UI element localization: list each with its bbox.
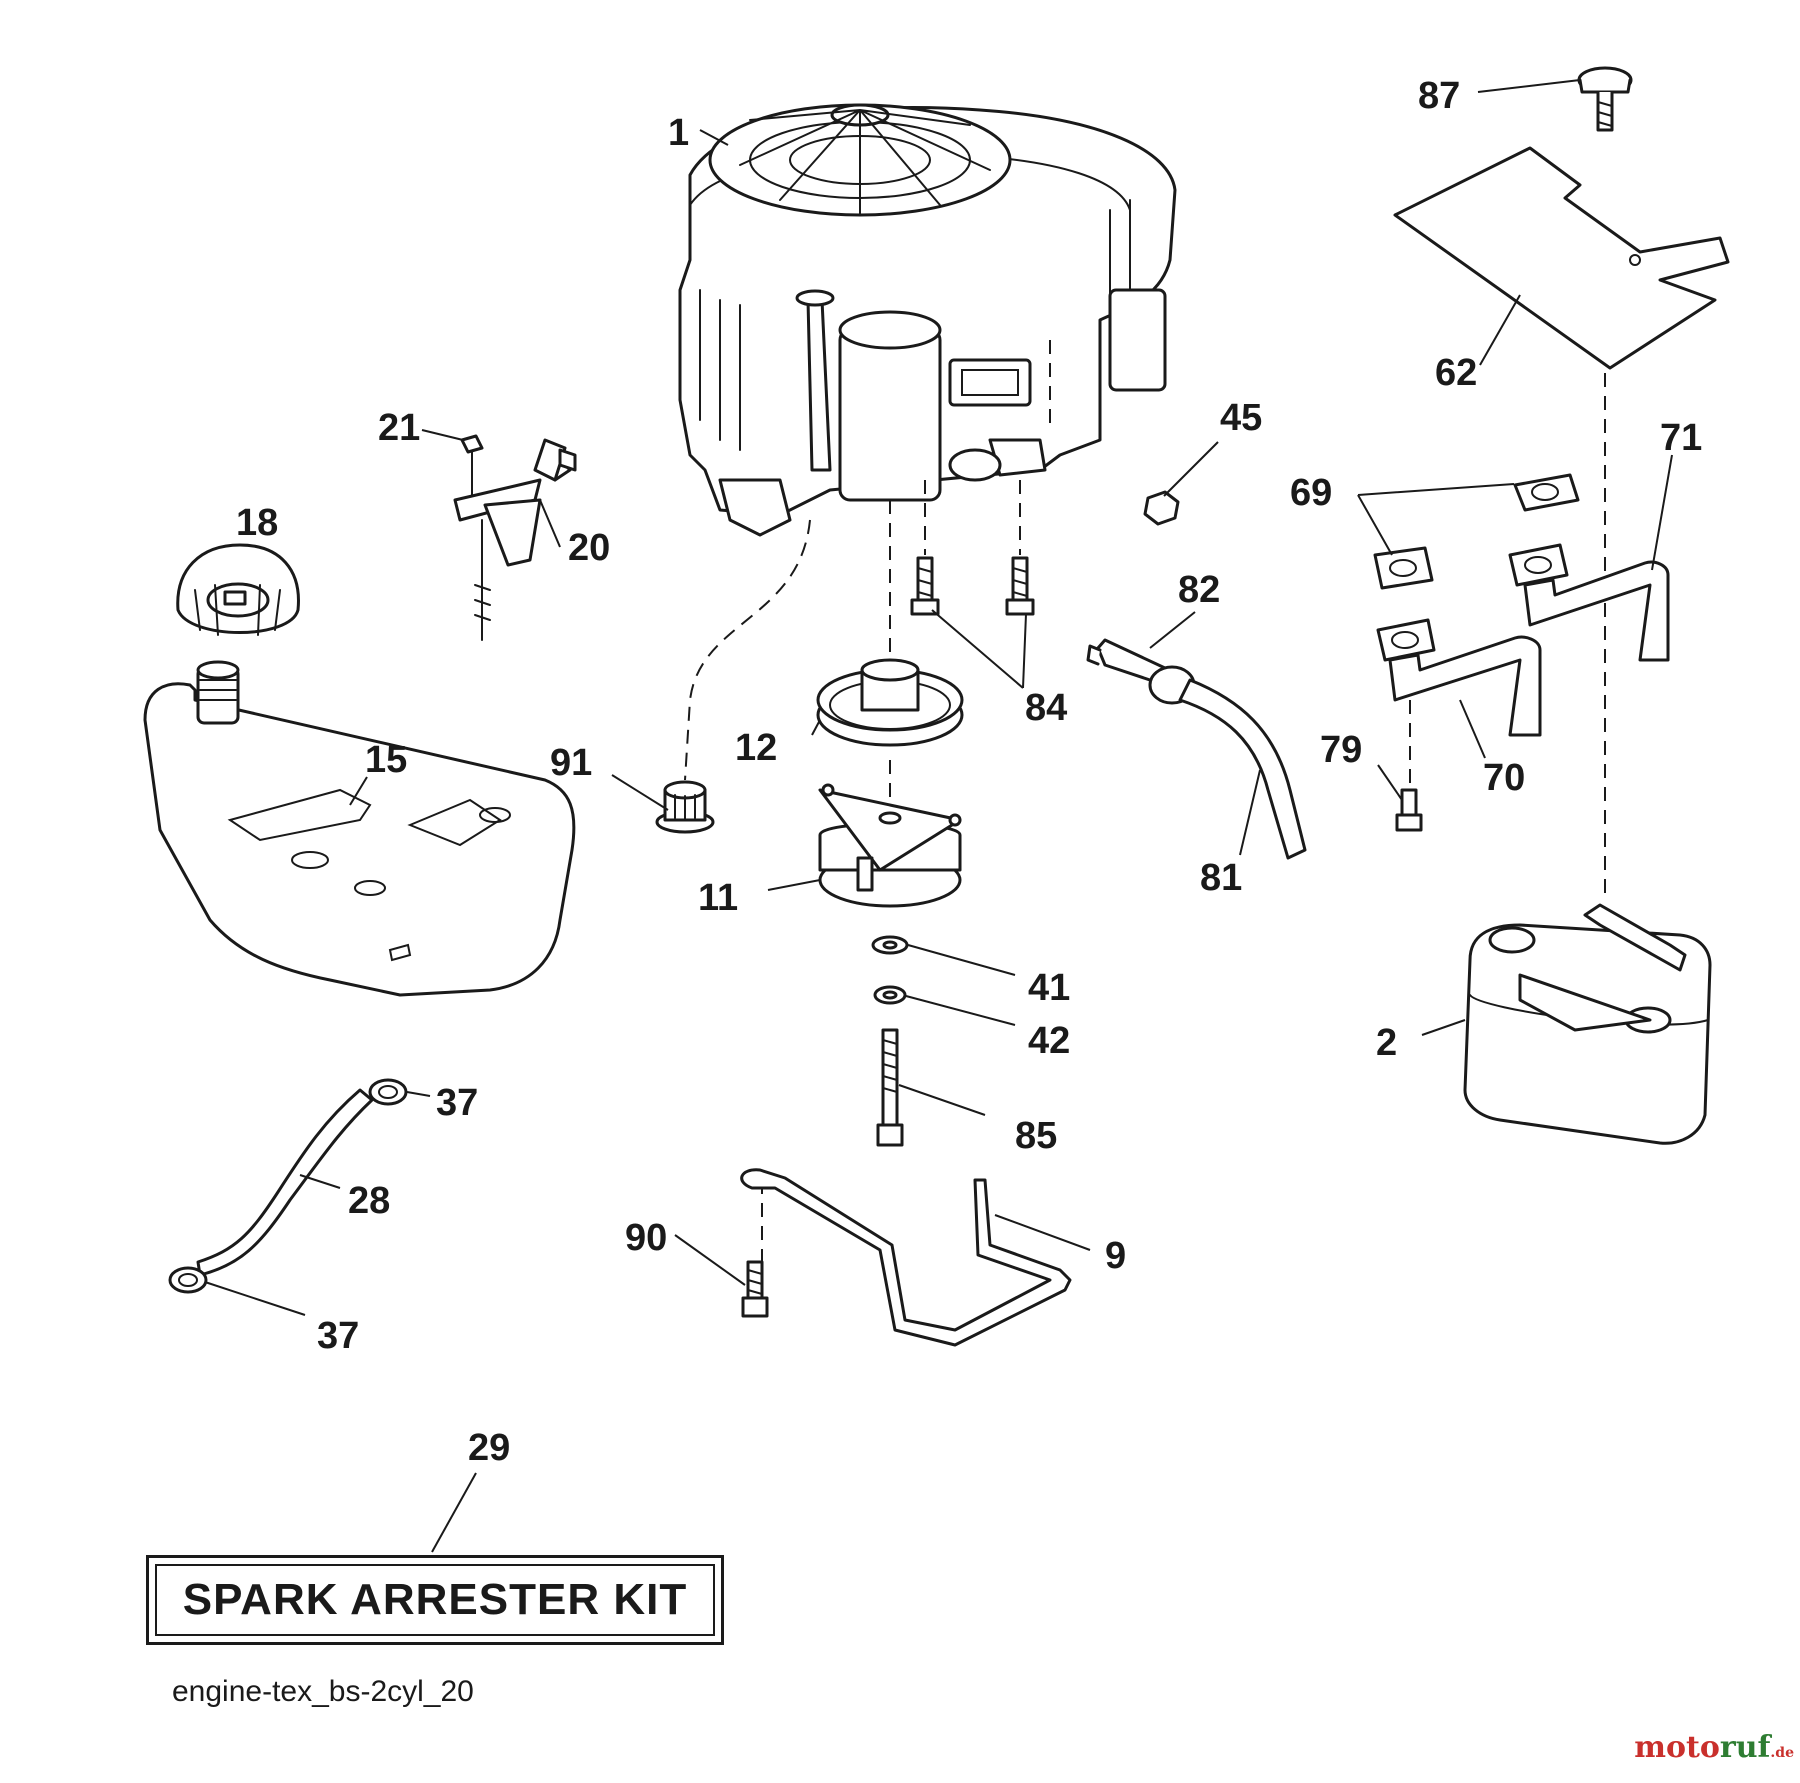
callout-28: 28: [348, 1180, 390, 1222]
callout-1: 1: [668, 112, 689, 154]
callout-71: 71: [1660, 417, 1702, 459]
callout-37-bottom: 37: [317, 1315, 359, 1357]
bolt-90: [741, 1260, 769, 1318]
exhaust-pipe-71: [1508, 543, 1670, 662]
spark-arrester-kit-label: SPARK ARRESTER KIT: [182, 1575, 688, 1624]
callout-81: 81: [1200, 857, 1242, 899]
callout-69: 69: [1290, 472, 1332, 514]
spark-arrester-kit-box: SPARK ARRESTER KIT: [146, 1555, 724, 1645]
callout-45: 45: [1220, 397, 1262, 439]
rod-9: [740, 1168, 1072, 1347]
callout-18: 18: [236, 502, 278, 544]
callout-37-top: 37: [436, 1082, 478, 1124]
diagram-code: engine-tex_bs-2cyl_20: [172, 1675, 474, 1708]
clamp-37-bottom: [168, 1266, 208, 1294]
gasket-69: [1373, 473, 1580, 590]
bolts-84: [910, 556, 1035, 616]
clamp-37-top: [368, 1078, 408, 1106]
callout-20: 20: [568, 527, 610, 569]
callout-29: 29: [468, 1427, 510, 1469]
bolt-85: [876, 1028, 904, 1147]
callout-70: 70: [1483, 757, 1525, 799]
callout-90: 90: [625, 1217, 667, 1259]
muffler-2: [1463, 903, 1712, 1145]
fuel-filter-82: [1086, 638, 1196, 705]
callout-85: 85: [1015, 1115, 1057, 1157]
fuel-cap-18: [176, 543, 300, 636]
pulley-12: [816, 658, 964, 747]
callout-12: 12: [735, 727, 777, 769]
throttle-control-20: [453, 434, 577, 641]
callout-62: 62: [1435, 352, 1477, 394]
callout-82: 82: [1178, 569, 1220, 611]
fuel-tank-15: [143, 660, 576, 997]
washer-41-hole: [882, 940, 898, 950]
callouts: 1 87 62 21 45 69 71 18 20 82 84 12 91 15…: [236, 75, 1702, 1469]
clutch-11: [818, 783, 962, 908]
callout-2: 2: [1376, 1022, 1397, 1064]
engine-assembly: [678, 103, 1177, 537]
callout-15: 15: [365, 739, 407, 781]
callout-41: 41: [1028, 967, 1070, 1009]
bushing-91: [655, 780, 715, 834]
callout-84: 84: [1025, 687, 1067, 729]
fuel-line-28: [196, 1088, 374, 1277]
callout-87: 87: [1418, 75, 1460, 117]
callout-91: 91: [550, 742, 592, 784]
callout-9: 9: [1105, 1235, 1126, 1277]
callout-21: 21: [378, 407, 420, 449]
kit-box-inner-border: [155, 1564, 715, 1636]
watermark-suffix: .de: [1770, 1745, 1794, 1761]
knob-bolt-87: [1577, 66, 1633, 132]
fuel-hose-81: [1178, 678, 1307, 860]
exhaust-pipe-70: [1376, 618, 1542, 737]
nut-45: [1143, 490, 1180, 526]
callout-42: 42: [1028, 1020, 1070, 1062]
watermark-main: motoruf: [1634, 1730, 1771, 1765]
bolt-79: [1395, 788, 1423, 832]
heat-shield-62: [1393, 146, 1730, 370]
leader-lines: [204, 79, 1673, 1553]
callout-79: 79: [1320, 729, 1362, 771]
callout-11: 11: [698, 877, 738, 919]
watermark-logo: motoruf.de: [1634, 1730, 1794, 1765]
washer-42-hole: [882, 990, 898, 1000]
